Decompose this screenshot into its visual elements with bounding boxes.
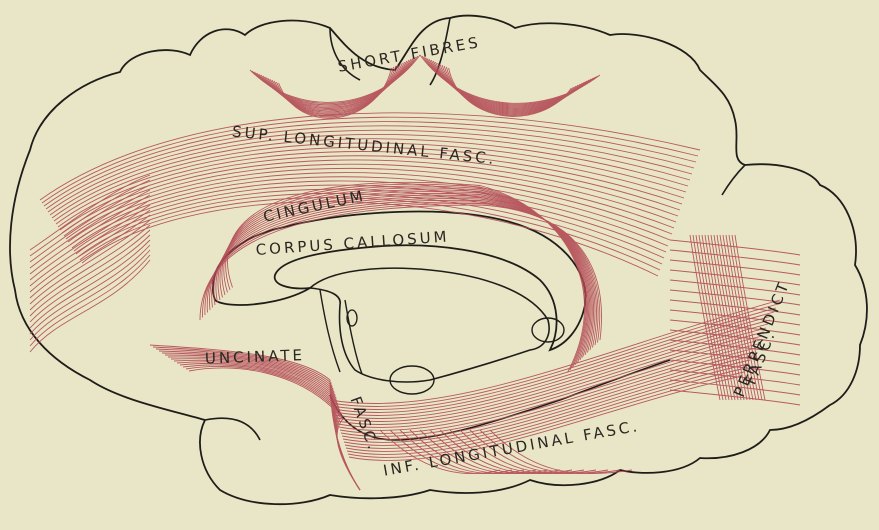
sulcus-line: [722, 165, 745, 195]
label-corpus-callosum: CORPUS CALLOSUM: [255, 227, 450, 259]
fibre-short: [433, 61, 587, 109]
label-short-fibres: SHORT FIBRES: [336, 33, 482, 76]
fibre-uncinate: [171, 359, 360, 490]
fibre-uncinate: [189, 368, 360, 490]
sulcus-line: [205, 418, 260, 440]
fibre-uncinate: [165, 355, 360, 490]
fibre-inf-longitudinal: [335, 320, 770, 419]
fibre-uncinate: [168, 357, 360, 490]
label-sup-longitudinal: SUP. LONGITUDINAL FASC.: [231, 122, 497, 168]
fornix-column: [320, 290, 340, 372]
fibre-sup-longitudinal: [68, 173, 672, 242]
fibre-inf-longitudinal: [333, 312, 774, 413]
fibre-frontal-fan: [30, 245, 150, 334]
fornix-outline: [310, 268, 549, 382]
fibre-uncinate: [186, 366, 360, 490]
fibre-uncinate: [162, 353, 360, 490]
fibre-uncinate: [183, 365, 360, 490]
fibre-frontal-fan: [30, 240, 150, 328]
fornix-column: [345, 300, 362, 374]
fibre-inf-longitudinal: [336, 324, 768, 422]
fibre-bundles: [30, 55, 800, 490]
hemisphere-outline: [10, 16, 867, 505]
fibre-uncinate: [177, 362, 360, 490]
label-uncinate: UNCINATE: [205, 346, 306, 367]
